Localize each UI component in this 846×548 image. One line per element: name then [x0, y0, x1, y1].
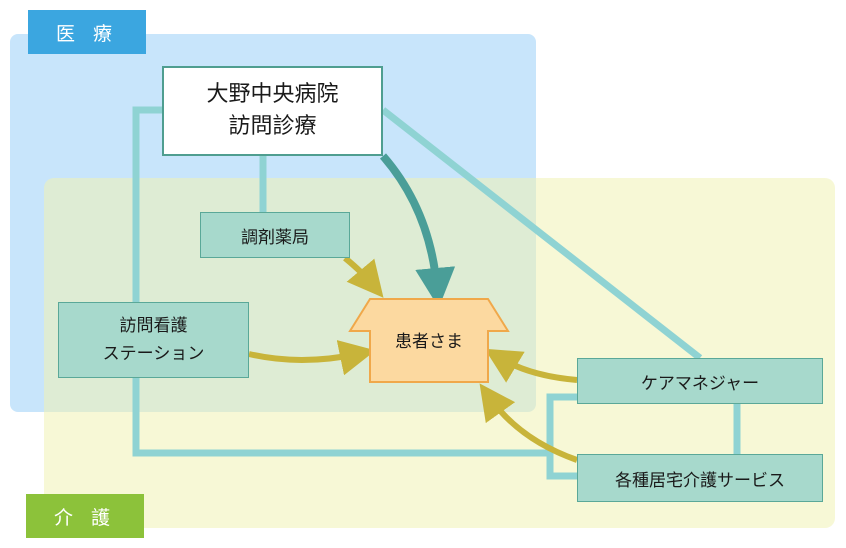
- arrow-caremanager-to-patient: [484, 348, 578, 383]
- pharmacy-label: 調剤薬局: [241, 227, 309, 248]
- nursing-node: 訪問看護 ステーション: [58, 302, 249, 378]
- nursing-line1: 訪問看護: [119, 316, 188, 336]
- link-hospital-homecare: [132, 106, 577, 480]
- hospital-name: 大野中央病院: [206, 82, 339, 107]
- nursing-line2: ステーション: [102, 344, 205, 364]
- arrow-homecare-to-patient: [479, 383, 578, 463]
- home-care-label: 各種居宅介護サービス: [615, 470, 785, 491]
- home-care-node: 各種居宅介護サービス: [577, 454, 823, 502]
- care-manager-node: ケアマネジャー: [577, 358, 823, 404]
- hospital-service: 訪問診療: [228, 114, 317, 139]
- care-manager-label: ケアマネジャー: [640, 373, 760, 394]
- link-caremanager-homecare-left: [546, 393, 577, 453]
- arrow-hospital-to-patient: [379, 153, 456, 308]
- link-hospital-caremanager: [380, 107, 703, 361]
- pharmacy-node: 調剤薬局: [200, 212, 350, 258]
- patient-house: [348, 298, 510, 383]
- arrow-pharmacy-to-patient: [343, 255, 384, 298]
- care-label: 介 護: [26, 494, 144, 538]
- arrow-nursing-to-patient: [248, 340, 376, 376]
- medical-label: 医 療: [28, 10, 146, 54]
- hospital-node: 大野中央病院 訪問診療: [162, 66, 383, 156]
- patient-label: 患者さま: [395, 331, 463, 352]
